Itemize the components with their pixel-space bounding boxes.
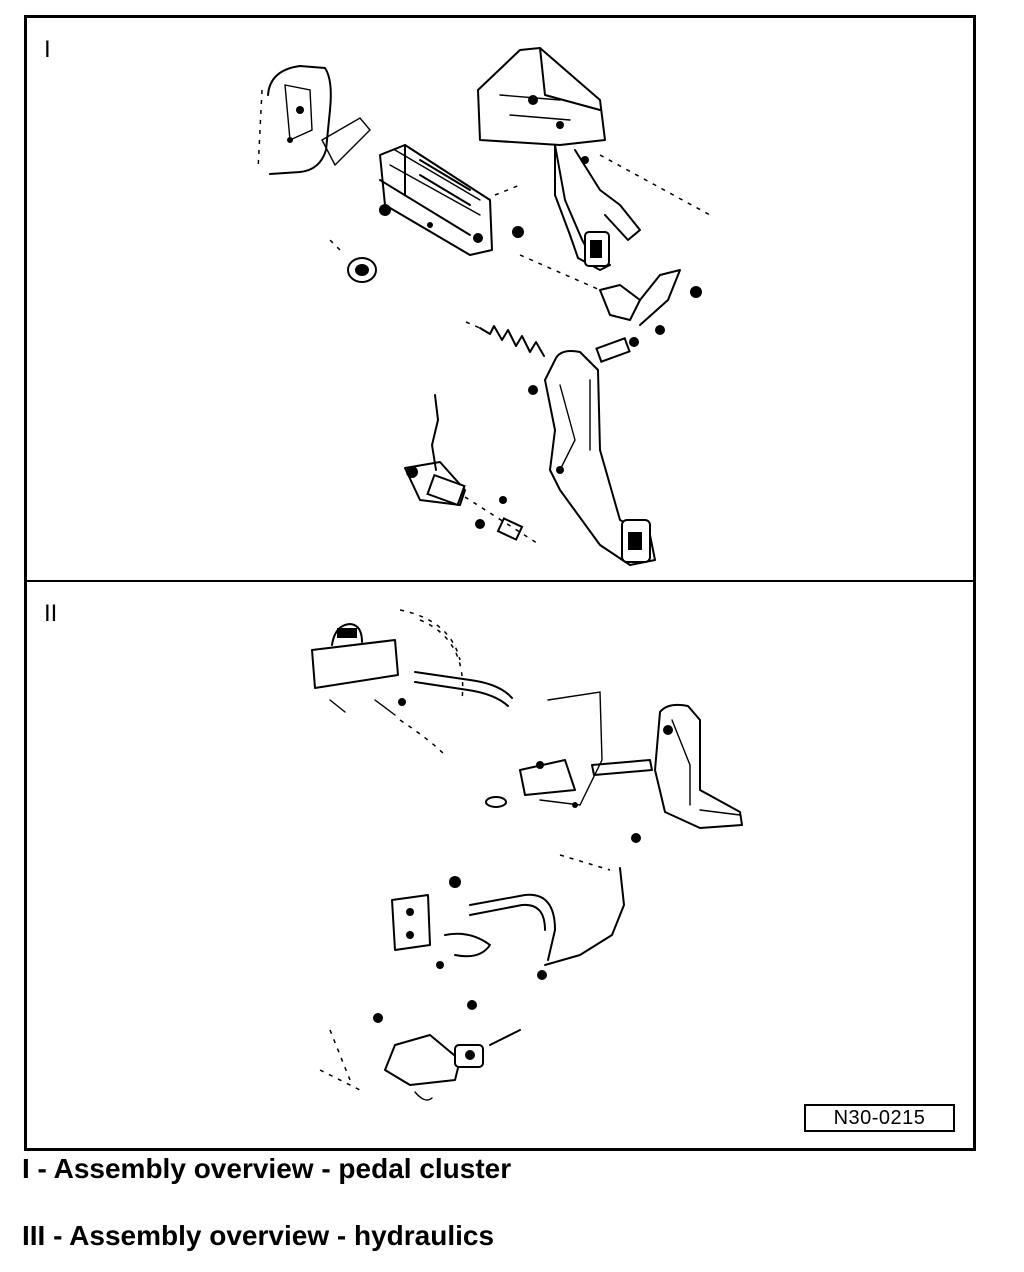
clutch-pedal-lever: [528, 350, 656, 566]
caption-hydraulics: III - Assembly overview - hydraulics: [22, 1220, 495, 1251]
return-spring: [465, 321, 545, 357]
slave-cylinder: [319, 1000, 521, 1101]
mounting-bracket-left: [257, 65, 371, 175]
reservoir-hose: [414, 671, 513, 707]
caption-pedal-cluster: I - Assembly overview - pedal cluster: [22, 1153, 512, 1184]
bushing-nut: [329, 239, 377, 283]
hydraulics-illustration: [311, 609, 743, 1101]
master-cylinder-bracket: [485, 691, 653, 808]
brake-pedal-assembly: [477, 47, 711, 271]
pressure-line: [469, 854, 625, 980]
clutch-master-cylinder: [404, 394, 541, 546]
panel-label-ii: II: [44, 600, 58, 627]
figure-reference-code: N30-0215: [804, 1104, 955, 1132]
panel-divider: [24, 580, 973, 582]
pedal-cluster-illustration: [257, 47, 711, 566]
fluid-reservoir: [311, 609, 464, 756]
nut-small: [512, 226, 524, 238]
pedal-clip: [519, 254, 702, 335]
pivot-pin: [595, 337, 639, 363]
clutch-pedal-hydraulic: [631, 703, 743, 843]
slave-cylinder-bracket: [391, 876, 491, 969]
pedal-bracket-housing: [379, 144, 493, 256]
panel-label-i: I: [44, 36, 51, 63]
figure-frame: [24, 15, 976, 1151]
